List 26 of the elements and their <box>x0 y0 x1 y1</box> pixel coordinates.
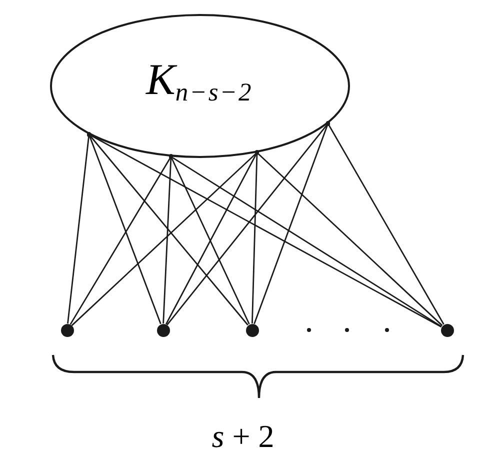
edge-line <box>90 134 442 328</box>
math-label: s + 2 <box>212 420 274 452</box>
edge-line <box>90 136 248 326</box>
edge-line <box>258 154 443 326</box>
edge-line <box>171 158 250 324</box>
edge-line <box>165 154 257 325</box>
vertex-dot <box>156 324 170 336</box>
vertex-dot <box>246 324 258 336</box>
edge-line <box>328 125 444 325</box>
vertex-dot <box>254 150 260 155</box>
edge-line <box>89 136 162 324</box>
vertex-dot <box>440 324 454 336</box>
edge-line <box>70 158 170 325</box>
edge-line <box>172 157 442 328</box>
edge-line <box>67 136 90 324</box>
clique-ellipse <box>50 14 350 158</box>
edge-line <box>71 154 256 326</box>
vertex-dot <box>326 121 330 126</box>
edge-line <box>251 154 258 324</box>
vertex-dot <box>86 132 92 137</box>
edge-line <box>162 158 172 324</box>
edge-line <box>254 125 328 324</box>
vertex-dot <box>168 154 174 159</box>
math-label: K$_{n−s−2}$ <box>146 58 253 102</box>
edge-line <box>166 124 328 326</box>
vertex-dot <box>60 324 74 336</box>
